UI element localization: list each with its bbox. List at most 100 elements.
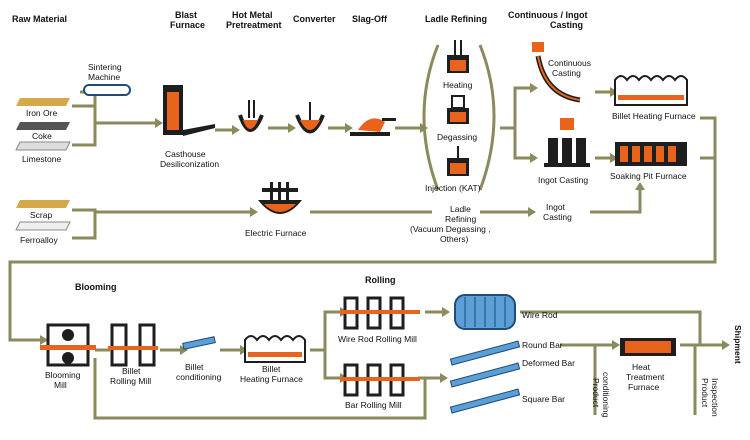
header-casting-1: Continuous / Ingot (508, 10, 587, 20)
iron-ore-icon (16, 98, 70, 106)
label-bc-1: Billet (185, 362, 204, 372)
header-hot-metal-1: Hot Metal (232, 10, 273, 20)
label-pc-2: conditioning (601, 372, 611, 418)
continuous-casting-icon (532, 42, 581, 103)
square-bar-icon (449, 388, 521, 414)
billet-heating-furnace-top-icon (614, 75, 688, 106)
header-blast-furnace-2: Furnace (170, 20, 205, 30)
label-brm-1: Billet (122, 366, 141, 376)
label-ingot-casting-2b: Casting (543, 212, 572, 222)
label-ht-1: Heat (632, 362, 651, 372)
degassing-vessel-icon (447, 95, 469, 124)
label-deformed-bar: Deformed Bar (522, 358, 575, 368)
label-bhf-bottom-2: Heating Furnace (240, 374, 303, 384)
flow-to-wrm (310, 310, 340, 352)
label-sintering-2: Machine (88, 72, 120, 82)
label-ferroalloy: Ferroalloy (20, 235, 59, 245)
flow-bars-to-pc (560, 343, 597, 415)
billet-conditioning-icon (182, 336, 216, 350)
header-labels: Raw Material Blast Furnace Hot Metal Pre… (12, 10, 587, 292)
ferroalloy-icon (15, 221, 71, 231)
header-slag-off: Slag-Off (352, 14, 388, 24)
label-scrap: Scrap (30, 210, 52, 220)
slag-off-icon (350, 118, 396, 136)
flow-to-brm2 (323, 350, 340, 380)
ingot-casting-icon (544, 118, 590, 167)
label-lr-2: Refining (445, 214, 476, 224)
label-round-bar: Round Bar (522, 340, 563, 350)
flow-scrap (72, 208, 97, 225)
label-ingot-casting-2a: Ingot (546, 202, 566, 212)
heat-treatment-furnace-icon (620, 338, 676, 356)
label-pi-2: Inspection (710, 378, 720, 417)
flow-to-ingot (513, 128, 530, 160)
ladle-bracket-left (422, 44, 440, 191)
header-casting-2: Casting (550, 20, 583, 30)
label-pi-1: Product (700, 378, 710, 408)
label-wire-rod-mill: Wire Rod Rolling Mill (338, 334, 417, 344)
flow-ht-to-pi (680, 343, 697, 415)
label-shipment: Shipment (733, 325, 743, 364)
label-limestone: Limestone (22, 154, 61, 164)
blast-furnace-icon (163, 85, 215, 136)
sintering-machine-icon (83, 84, 131, 96)
header-blast-furnace-1: Blast (175, 10, 197, 20)
flow-ferroalloy (72, 210, 250, 240)
blooming-mill-icon (40, 323, 96, 367)
limestone-icon (15, 141, 71, 151)
header-ladle-refining: Ladle Refining (425, 14, 487, 24)
label-cc-2: Casting (552, 68, 581, 78)
soaking-pit-furnace-icon (615, 142, 687, 166)
label-bc-2: conditioning (176, 372, 222, 382)
label-sintering-1: Sintering (88, 62, 122, 72)
label-injection: Injection (KAT) (425, 183, 481, 193)
label-lr-1: Ladle (450, 204, 471, 214)
label-casthouse-2: Desiliconization (160, 159, 219, 169)
raw-material-piles (15, 98, 71, 231)
pretreatment-ladle-icon (238, 100, 264, 132)
label-pc-1: Product (591, 378, 601, 408)
flow-iron-ore (72, 104, 155, 125)
label-heating: Heating (443, 80, 473, 90)
label-blooming-mill-1: Blooming (45, 370, 81, 380)
label-ht-2: Treatment (626, 372, 665, 382)
billet-rolling-mill-icon (108, 323, 158, 367)
label-lr-3: (Vacuum Degassing , (410, 224, 491, 234)
label-blooming-mill-2: Mill (54, 380, 67, 390)
flow-bypass (93, 358, 427, 420)
heating-vessel-icon (447, 40, 469, 73)
ladle-bracket-right (478, 44, 496, 191)
header-hot-metal-2: Pretreatment (226, 20, 282, 30)
label-bar-mill: Bar Rolling Mill (345, 400, 402, 410)
label-lr-4: Others) (440, 234, 469, 244)
flow-limestone (72, 123, 97, 147)
label-degassing: Degassing (437, 132, 477, 142)
label-casthouse-1: Casthouse (165, 149, 206, 159)
converter-icon (295, 102, 325, 134)
label-bhf-bottom-1: Billet (262, 364, 281, 374)
electric-furnace-icon (258, 182, 302, 214)
bar-rolling-mill-icon (340, 363, 420, 397)
node-labels: Sintering Machine Iron Ore Coke Limeston… (20, 58, 743, 418)
injection-vessel-icon (447, 146, 469, 176)
deformed-bar-icon (449, 362, 521, 388)
billet-heating-furnace-bottom-icon (244, 335, 306, 363)
label-brm-2: Rolling Mill (110, 376, 151, 386)
header-converter: Converter (293, 14, 336, 24)
label-coke: Coke (32, 131, 52, 141)
header-blooming: Blooming (75, 282, 117, 292)
flow-bhf-out (700, 116, 717, 175)
wire-rod-coil-icon (454, 294, 516, 330)
label-square-bar: Square Bar (522, 394, 565, 404)
flow-lines (8, 44, 722, 420)
flow-wire-to-ship (520, 310, 702, 345)
label-bhf-top: Billet Heating Furnace (612, 111, 696, 121)
label-ingot-casting: Ingot Casting (538, 175, 588, 185)
label-soaking-pit: Soaking Pit Furnace (610, 171, 687, 181)
flow-loop-down (8, 175, 717, 342)
header-raw-material: Raw Material (12, 14, 67, 24)
wire-rod-rolling-mill-icon (340, 296, 420, 330)
flow-ic-to-spf (590, 190, 642, 214)
